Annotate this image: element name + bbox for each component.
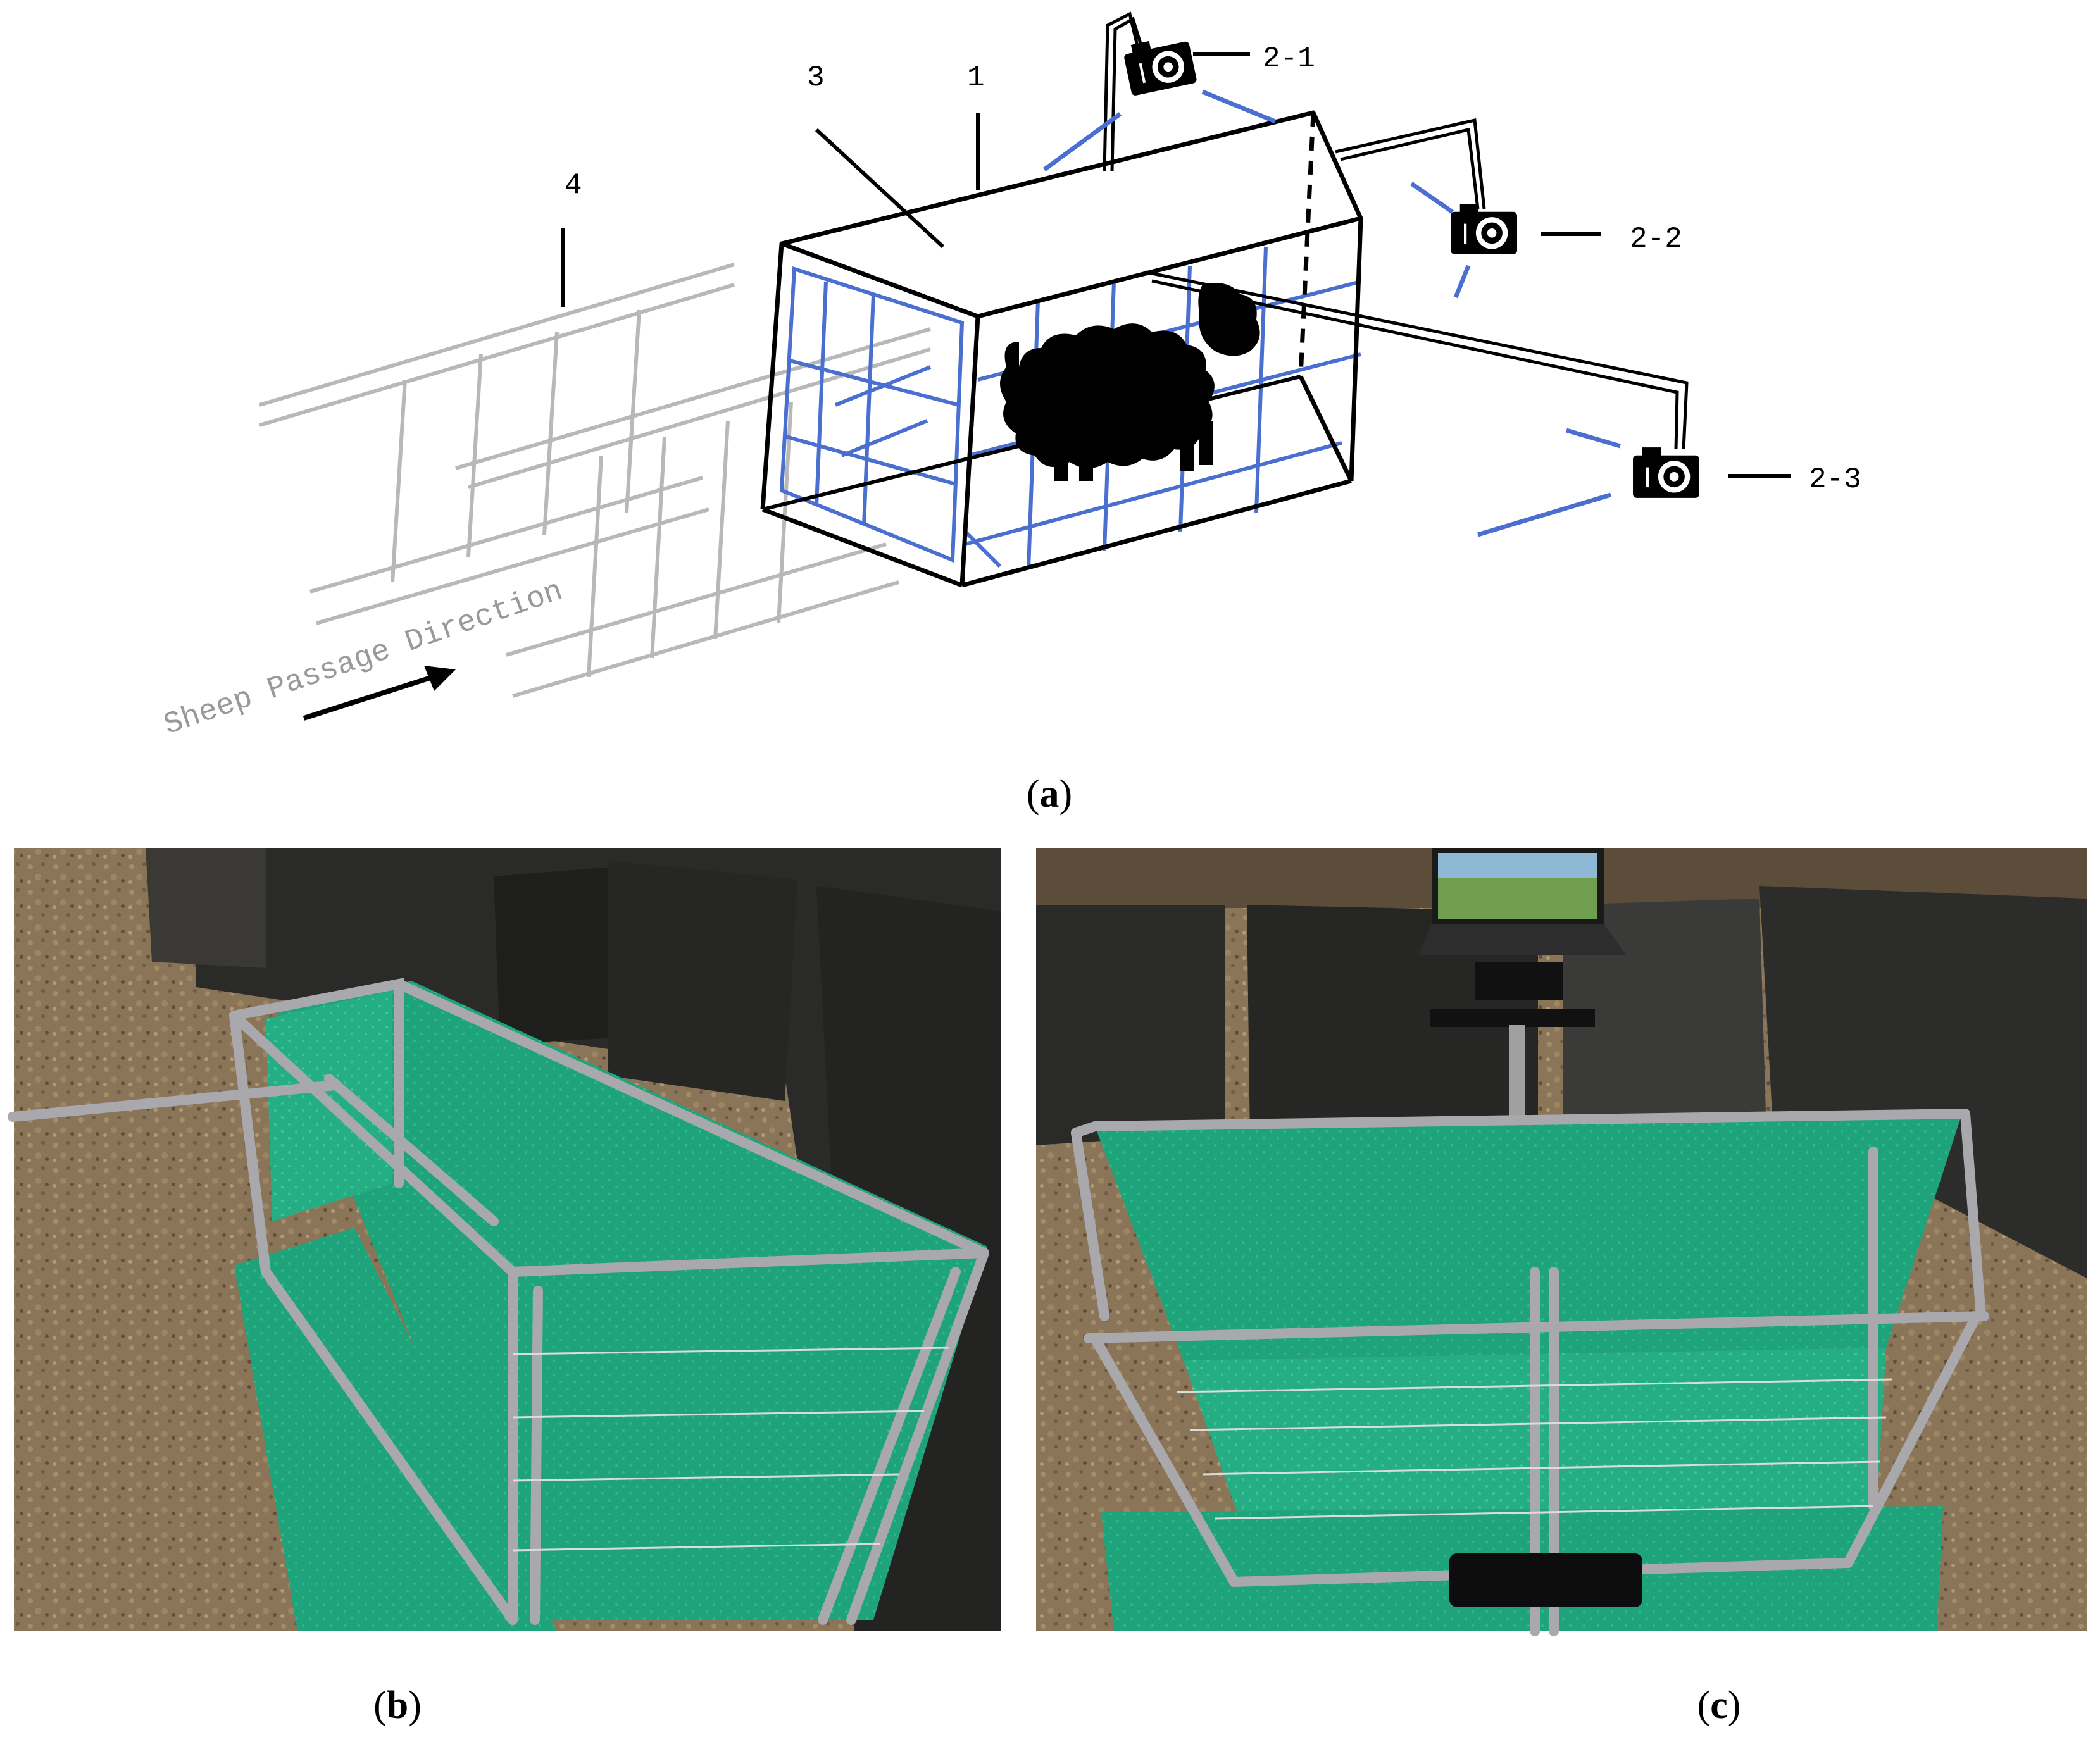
caption-b: (b) (373, 1684, 422, 1727)
camera-fov-lines (1042, 89, 1621, 537)
laptop (1418, 848, 1627, 1126)
leader-lines (561, 52, 1791, 478)
photo-c: (c) (1036, 848, 2087, 1727)
label-camera-top: 2-1 (1263, 42, 1315, 75)
direction-text: Sheep Passage Direction (159, 574, 567, 743)
label-camera-side: 2-2 (1630, 223, 1682, 256)
label-passage: 4 (565, 169, 582, 202)
diagram-a: 1 3 4 2-1 2-2 2-3 Sheep Passage Directio… (159, 11, 1861, 816)
frame-box (760, 110, 1363, 588)
camera-icon (1633, 447, 1699, 498)
label-frame: 1 (967, 61, 985, 94)
camera-mounts (1103, 11, 1689, 450)
end-face-grid (779, 266, 965, 563)
passage-railing (259, 263, 931, 698)
label-cover: 3 (807, 61, 825, 94)
metal-frame (8, 978, 989, 1625)
photo-b: (b) (8, 848, 1001, 1727)
sheep-silhouette (1000, 283, 1260, 481)
camera-icon (1451, 204, 1517, 254)
arrow-icon (303, 666, 456, 721)
caption-c: (c) (1697, 1684, 1741, 1727)
floor-bracket (1449, 1553, 1642, 1607)
label-camera-rear: 2-3 (1809, 463, 1861, 496)
camera-icon (1122, 33, 1197, 97)
caption-a: (a) (1027, 773, 1072, 816)
